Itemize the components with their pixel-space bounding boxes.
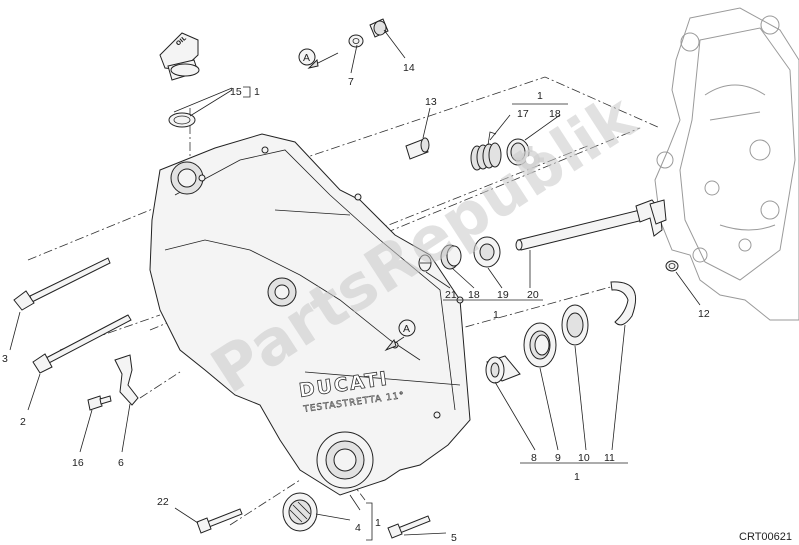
screw-16 [87, 395, 112, 411]
callout-16: 16 [72, 457, 84, 469]
bearing-18-mid [440, 244, 462, 270]
bolt-5 [387, 515, 431, 539]
callouts: 1 1 1 1 1 2 3 4 5 6 7 8 9 10 11 12 13 14… [2, 62, 710, 544]
crankcase-outline [654, 7, 799, 321]
callout-18-mid: 18 [468, 289, 480, 301]
callout-12: 12 [698, 308, 710, 320]
oring-12 [665, 260, 679, 272]
plug-4 [282, 492, 318, 532]
callout-22: 22 [157, 496, 169, 508]
circlip-11 [610, 281, 637, 326]
bolt-3 [13, 257, 111, 311]
callout-1-right: 1 [254, 86, 260, 98]
callout-19: 19 [497, 289, 509, 301]
callout-9: 9 [555, 452, 561, 464]
callout-4: 4 [355, 522, 361, 534]
callout-1-bottom: 1 [574, 471, 580, 483]
bushing-13 [405, 137, 430, 160]
callout-15: 15 [230, 86, 242, 98]
ref-marker-mid: A [384, 319, 416, 352]
ref-marker-top: A [298, 48, 339, 69]
callout-5: 5 [451, 532, 457, 544]
sleeve-8 [485, 355, 521, 384]
callout-1-top: 1 [537, 90, 543, 102]
callout-3: 3 [2, 353, 8, 365]
callout-2: 2 [20, 416, 26, 428]
clip-21 [418, 254, 432, 272]
clip-6 [114, 354, 139, 406]
ref-marker-mid-label: A [403, 323, 410, 335]
oil-cap-oring [168, 112, 196, 128]
callout-18-top: 18 [549, 108, 561, 120]
callout-6: 6 [118, 457, 124, 469]
callout-21: 21 [445, 289, 457, 301]
callout-13: 13 [425, 96, 437, 108]
plug-14 [369, 18, 389, 38]
bolt-22 [196, 508, 243, 534]
callout-1-mid: 1 [493, 309, 499, 321]
shaft-20 [515, 199, 667, 251]
seal-19 [473, 236, 501, 268]
callout-7: 7 [348, 76, 354, 88]
callout-14: 14 [403, 62, 415, 74]
diagram-code: CRT00621 [739, 531, 792, 543]
oil-filler-cap: OIL [159, 32, 200, 81]
washer-10 [561, 304, 589, 346]
clutch-cover: DUCATI TESTASTRETTA 11° [149, 133, 471, 496]
leader-lines [9, 29, 701, 541]
callout-20: 20 [527, 289, 539, 301]
callout-17: 17 [517, 108, 529, 120]
bolt-2 [32, 314, 132, 374]
callout-1-lower: 1 [375, 517, 381, 529]
watermark-gear-icon [516, 146, 544, 174]
spring-17 [470, 131, 502, 171]
seal-9 [523, 322, 557, 368]
callout-8: 8 [531, 452, 537, 464]
washer-7 [348, 34, 364, 48]
ref-marker-top-label: A [303, 52, 310, 64]
callout-10: 10 [578, 452, 590, 464]
callout-11: 11 [604, 452, 615, 464]
